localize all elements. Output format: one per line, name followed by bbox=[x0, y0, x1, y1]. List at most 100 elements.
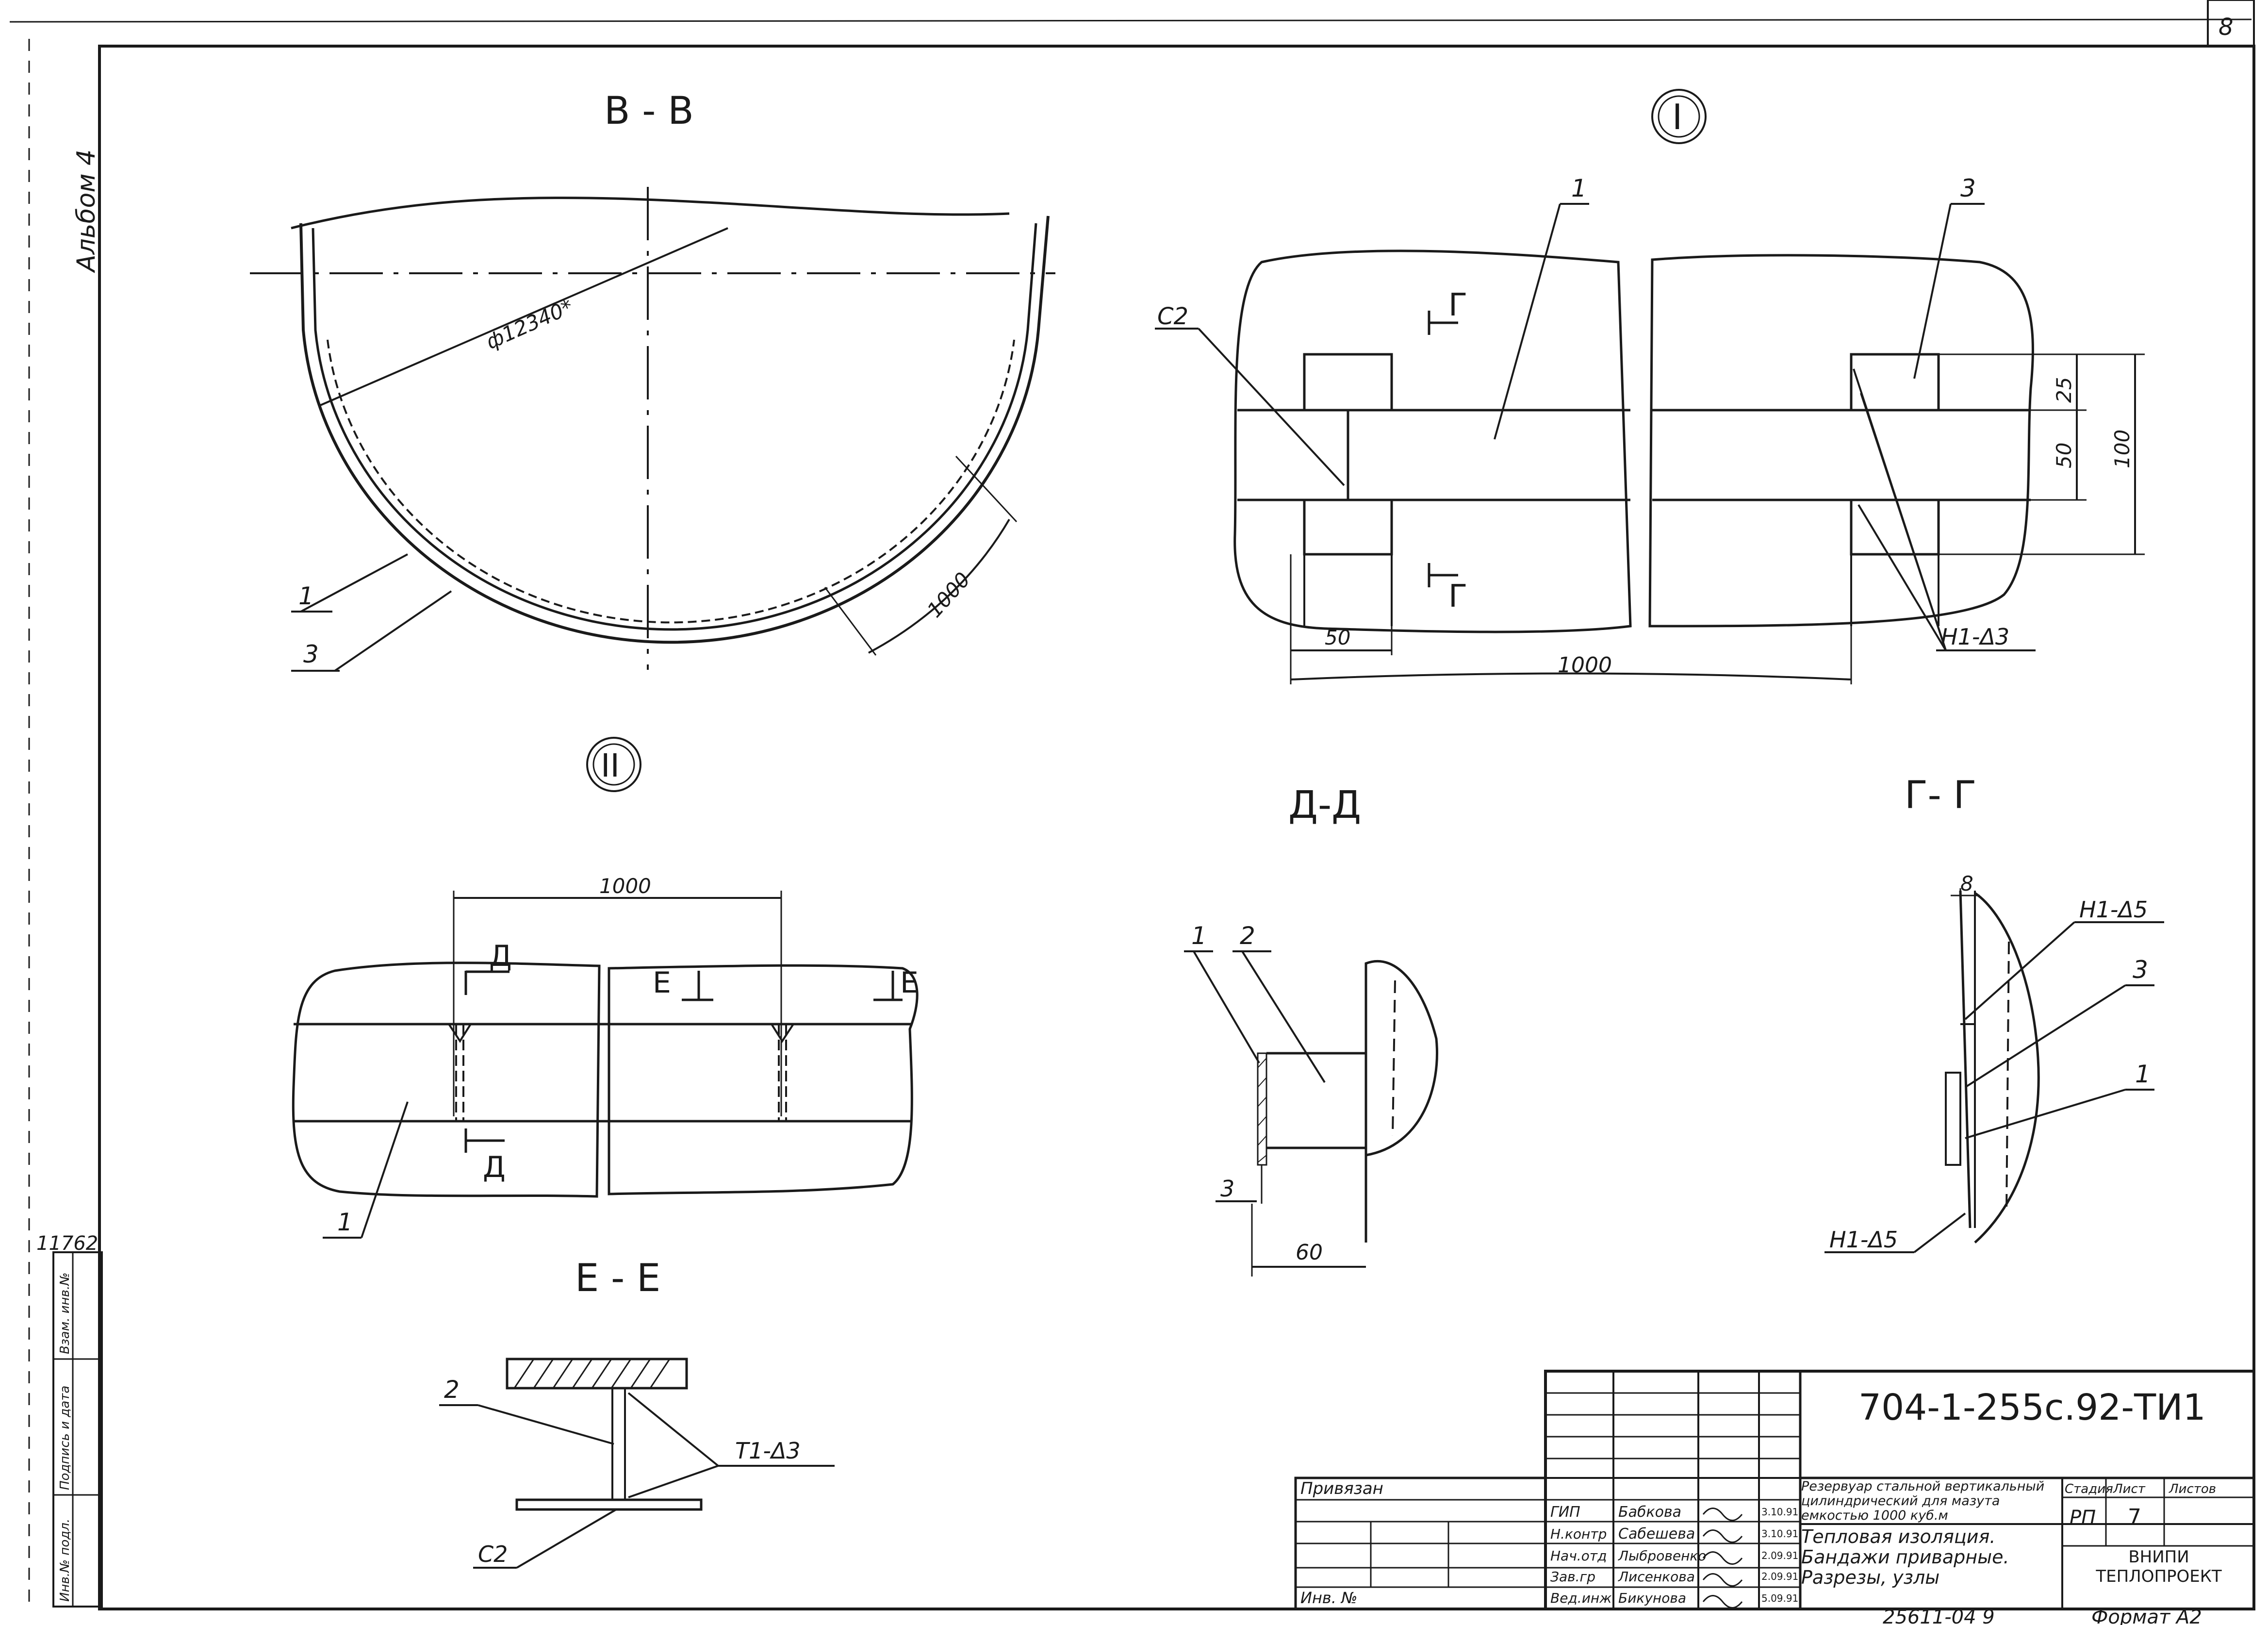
dd-band-hatch bbox=[1257, 1052, 1267, 1166]
node-1-left-blob bbox=[1233, 249, 1632, 633]
node-1-marker-inner bbox=[1658, 95, 1700, 138]
ee-flange bbox=[515, 1498, 703, 1511]
ee-c2-label: С2 bbox=[478, 1541, 508, 1567]
tb-date-2: 2.09.91 bbox=[1761, 1550, 1798, 1561]
tb-date-1: 3.10.91 bbox=[1761, 1528, 1798, 1540]
node-1-right-blob bbox=[1648, 254, 2034, 628]
tb-role-0: ГИП bbox=[1550, 1504, 1580, 1521]
stamp-label-sign: Подпись и дата bbox=[58, 1386, 72, 1490]
joint-left-v bbox=[448, 1023, 472, 1043]
stamp-label-replace: Взам. инв.№ bbox=[58, 1273, 72, 1354]
title-block: 704-1-255с.92-ТИ1 Привязан Инв. № ГИП Н.… bbox=[1294, 1370, 2255, 1610]
shell-outer bbox=[299, 216, 1050, 644]
h1-leader-3 bbox=[1857, 504, 1947, 651]
page-number: 8 bbox=[2219, 14, 2234, 41]
gg-callout-3: 3 bbox=[2133, 956, 2148, 984]
gg-inner-dash bbox=[2005, 941, 2010, 1214]
tb-name-0: Бабкова bbox=[1618, 1504, 1681, 1521]
ee-hatch bbox=[513, 1359, 671, 1389]
node-1-marker: I bbox=[1672, 97, 1682, 137]
node-1-callout-1: 1 bbox=[1571, 174, 1587, 202]
format-label: Формат А2 bbox=[2091, 1606, 2202, 1625]
dd-callout-2: 2 bbox=[1240, 922, 1255, 950]
section-g-lower: Г bbox=[1448, 579, 1467, 614]
dim-50-vert: 50 bbox=[2052, 443, 2076, 468]
callout-1: 1 bbox=[298, 582, 314, 610]
callout-1-leader bbox=[1494, 203, 1561, 440]
tb-object-title-box: Резервуар стальной вертикальный цилиндри… bbox=[1801, 1479, 2045, 1523]
dim-50-horiz-label: 50 bbox=[1325, 626, 1350, 649]
gg-callout-1: 1 bbox=[2135, 1060, 2151, 1088]
dd-callout-1-leader bbox=[1193, 950, 1260, 1064]
gg-callout-1-leader bbox=[1965, 1089, 2126, 1139]
section-d-top: Д bbox=[489, 939, 512, 973]
callout-3-leader bbox=[1913, 203, 1952, 379]
ee-t1-label: Т1-Δ3 bbox=[735, 1438, 801, 1464]
tb-date-4: 5.09.91 bbox=[1761, 1592, 1798, 1604]
node-1-callout-3: 3 bbox=[1960, 174, 1976, 202]
tb-object-title: Резервуар стальной вертикальный цилиндри… bbox=[1801, 1479, 2045, 1523]
node-2-left-blob bbox=[292, 962, 601, 1198]
gg-h1-bot-leader bbox=[1913, 1212, 1966, 1253]
ee-t1-leader-2 bbox=[628, 1465, 719, 1498]
tb-name-4: Бикунова bbox=[1618, 1590, 1686, 1606]
dim-25: 25 bbox=[2052, 377, 2076, 403]
tb-privyazan: Привязан bbox=[1300, 1479, 1383, 1498]
diameter-leader bbox=[320, 227, 728, 406]
stamp-label-inv: Инв.№ подл. bbox=[58, 1519, 72, 1602]
gg-thickness: 8 bbox=[1960, 872, 1973, 895]
arc-dim-line bbox=[868, 518, 1010, 654]
diameter-label: ф12340* bbox=[482, 295, 576, 354]
callout-1-leader bbox=[361, 1101, 409, 1238]
joint-right-v bbox=[771, 1023, 794, 1043]
node-2: II 1000 Д Д Е Е 1 bbox=[292, 737, 919, 1239]
tb-stage: РП bbox=[2070, 1507, 2096, 1529]
dim-1000-horiz bbox=[1290, 672, 1852, 680]
tb-sheet-title: Тепловая изоляция. Бандажи приварные. Ра… bbox=[1801, 1526, 2009, 1588]
gg-insulation bbox=[1974, 892, 2040, 1244]
tb-inv-label: Инв. № bbox=[1300, 1589, 1357, 1607]
tb-date-0: 3.10.91 bbox=[1761, 1506, 1798, 1518]
node-2-marker: II bbox=[601, 747, 620, 784]
gg-band bbox=[1945, 1072, 1961, 1166]
tb-role-1: Н.контр bbox=[1550, 1526, 1607, 1542]
lug-bottom-right bbox=[1850, 498, 1940, 556]
tb-signatures bbox=[1702, 1508, 1743, 1608]
dim-1000-label: 1000 bbox=[599, 874, 651, 898]
gg-shell bbox=[1959, 890, 1972, 1228]
tb-sheet-no: 7 bbox=[2128, 1505, 2141, 1529]
dd-callout-2-leader bbox=[1241, 950, 1326, 1083]
node-2-callout-1: 1 bbox=[337, 1208, 353, 1236]
shell-inner bbox=[312, 223, 1037, 631]
dd-insulation bbox=[1364, 960, 1438, 1157]
section-e-e-title: Е - Е bbox=[575, 1257, 660, 1300]
dd-thickness: 3 bbox=[1220, 1176, 1234, 1202]
sheet-border bbox=[98, 45, 2255, 1610]
h1-d3-label: Н1-Δ3 bbox=[1941, 624, 2009, 650]
c2-label: С2 bbox=[1157, 303, 1188, 330]
dd-inner-dash bbox=[1392, 980, 1396, 1136]
ee-c2-leader bbox=[516, 1509, 617, 1569]
tank-wrap-edge bbox=[291, 197, 1010, 230]
tb-stage-header: Стадия bbox=[2065, 1482, 2113, 1496]
h1-leader-2 bbox=[1860, 393, 1947, 651]
section-g-upper: Г bbox=[1448, 287, 1467, 323]
insulation-line bbox=[327, 339, 1015, 624]
tb-date-3: 2.09.91 bbox=[1761, 1571, 1798, 1582]
ee-web bbox=[611, 1387, 626, 1501]
inventory-number: 11762 bbox=[36, 1232, 98, 1255]
dd-width: 60 bbox=[1296, 1240, 1323, 1265]
tb-sheet-header: Лист bbox=[2113, 1482, 2146, 1496]
section-e-e: Е - Е 2 Т1-Δ3 С2 bbox=[439, 1257, 835, 1569]
section-d-bot: Д bbox=[483, 1150, 506, 1184]
section-e-right: Е bbox=[900, 966, 919, 1000]
tb-role-2: Нач.отд bbox=[1550, 1548, 1607, 1564]
album-label: Альбом 4 bbox=[72, 149, 101, 273]
ee-t1-leader-1 bbox=[627, 1392, 719, 1467]
tb-name-2: Лыбровенко bbox=[1618, 1548, 1706, 1564]
arc-ext-2 bbox=[824, 587, 877, 656]
tb-name-1: Сабешева bbox=[1618, 1526, 1695, 1542]
section-e-left: Е bbox=[653, 966, 671, 1000]
c2-leader bbox=[1198, 328, 1345, 486]
